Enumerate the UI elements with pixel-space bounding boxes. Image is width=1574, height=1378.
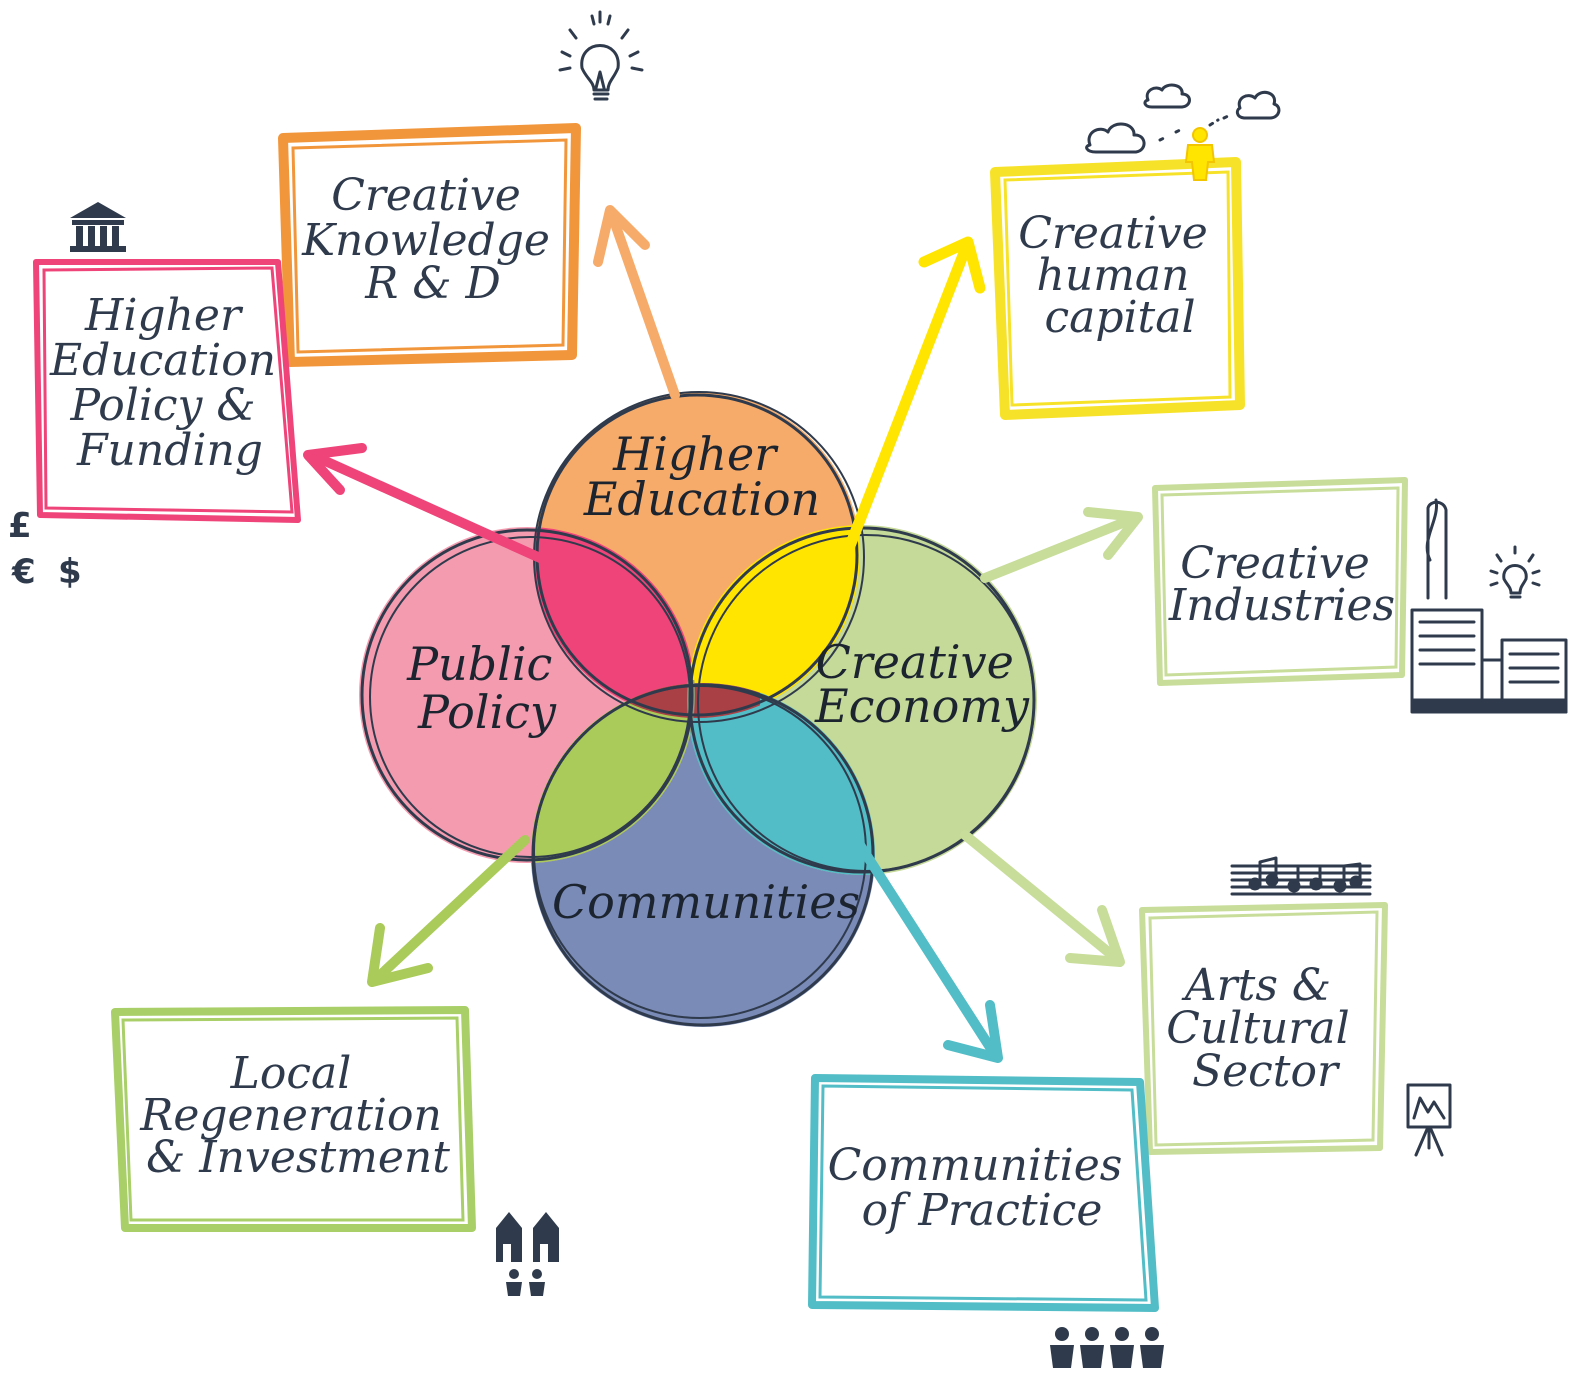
box-creative-human-capital: Creative human capital [990,157,1245,420]
overlap-center-grey [687,680,695,780]
box-communities-practice: Communities of Practice [808,1074,1159,1312]
arrows [303,205,1143,1063]
box-local-regeneration: Local Regeneration & Investment [111,1006,476,1232]
lightbulb-icon [558,10,644,101]
circle-outlines [360,391,1036,1027]
overlap-he-pp [534,527,695,718]
arrow-to-higher-ed-policy [303,443,605,590]
box-creative-industries: Creative Industries [1152,477,1408,686]
label-creative-economy: Creative Economy [814,635,1030,733]
venn-circles [359,391,1037,1027]
overlap-pp-co [531,683,695,863]
euro-sign: € [11,552,36,592]
box-label-arts-cultural: Arts & Cultural Sector [1166,960,1363,1097]
arrow-to-creative-industries [980,507,1143,583]
box-label-creative-knowledge: Creative Knowledge R & D [301,170,564,309]
arrow-to-local-regeneration [367,835,530,987]
arrow-to-arts-cultural [960,830,1125,967]
box-higher-ed-policy: Higher Education Policy & Funding [33,259,301,523]
arrow-to-creative-knowledge [593,205,680,400]
factory-buildings-icon [1410,498,1568,714]
label-communities: Communities [552,875,860,929]
people-group-icon [1050,1327,1164,1368]
box-creative-knowledge: Creative Knowledge R & D [278,123,581,367]
box-arts-cultural: Arts & Cultural Sector [1139,902,1388,1155]
box-label-creative-human-capital: Creative human capital [1018,208,1222,343]
arrow-to-human-capital [819,236,986,616]
box-label-creative-industries: Creative Industries [1168,538,1395,631]
music-notes-icon [1230,856,1372,896]
currency-icon: £ € $ [8,506,82,592]
dollar-sign: $ [58,552,82,592]
clouds-person-icon [1085,83,1281,154]
box-label-higher-ed-policy: Higher Education Policy & Funding [49,290,290,476]
box-label-communities-practice: Communities of Practice [828,1140,1137,1236]
box-label-local-regeneration: Local Regeneration & Investment [139,1048,456,1183]
label-public-policy: Public Policy [406,637,567,739]
overlap-he-ce [687,525,860,718]
houses-people-icon [496,1212,559,1296]
bank-building-icon [70,202,126,252]
easel-icon [1406,1083,1452,1157]
pound-sign: £ [8,506,32,546]
arrow-to-communities-practice [855,840,1003,1063]
person-icon [1184,127,1216,181]
circle-labels: Higher Education Public Policy Creative … [406,427,1030,929]
label-higher-education: Higher Education [583,427,820,526]
lightbulb-small-icon [1489,545,1541,599]
